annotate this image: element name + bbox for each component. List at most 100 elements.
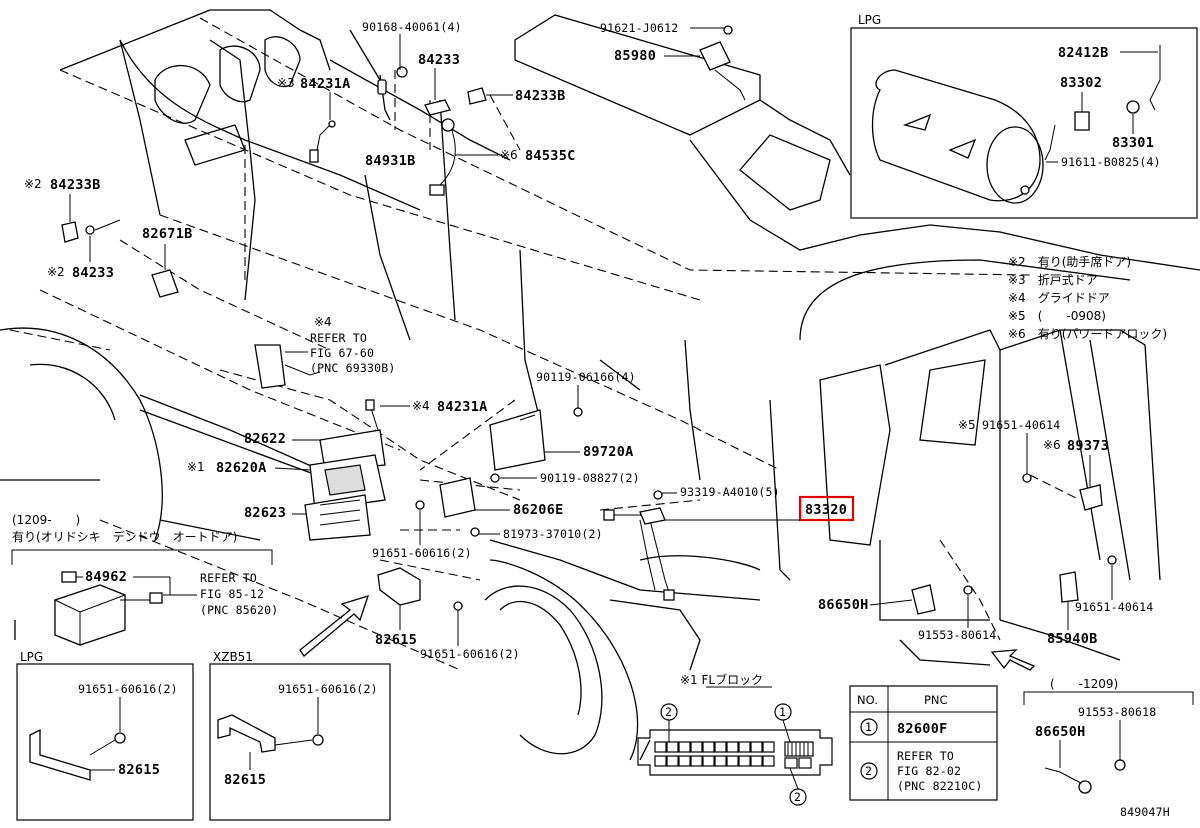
auto-door-ref-1: REFER TO [200,571,257,585]
label-90119-a: 90119-06166(4) [536,370,636,384]
dashed-reference-lines [9,17,1081,671]
label-90119-b: 90119-08827(2) [540,471,640,485]
mark-91651c: ※5 [958,418,976,432]
auto-door-title: 有り(オリドシキ デンドウ オートドア) [12,529,237,544]
fl-block: ※1 FLブロック 2 1 2 [637,672,833,806]
label-85980: 85980 [614,48,656,64]
highlight-83320[interactable] [798,495,855,522]
label-91651-b: 91651-60616(2) [420,647,520,661]
label-82671b: 82671B [142,226,193,242]
label-84535c: 84535C [525,148,576,164]
xzb51-inset: XZB51 91651-60616(2) 82615 [209,650,391,821]
legend-item-1: ※2 有り(助手席ドア) [1008,254,1131,269]
inset-lpg-title: LPG [20,650,43,664]
label-91611: 91611-B0825(4) [1061,155,1161,169]
label-84233b: 84233B [515,88,566,104]
label-84962: 84962 [85,569,127,585]
ref4-line1: REFER TO [310,331,367,345]
auto-door-ref-3: (PNC 85620) [200,603,278,617]
auto-door-ref-2: FIG 85-12 [200,587,264,601]
mark-82620a: ※1 [187,460,205,474]
label-89373: 89373 [1067,438,1109,454]
label-84233: 84233 [418,52,460,68]
mark-89373: ※6 [1043,438,1061,452]
label-84931b: 84931B [365,153,416,169]
parts-illustrations [61,25,1117,615]
auto-door-range: (1209- ) [12,513,80,527]
label-91651-d: 91651-40614 [1075,600,1153,614]
table-row2-line3: (PNC 82210C) [897,779,982,793]
fl-block-title: ※1 FLブロック [680,672,763,687]
label-93319: 93319-A4010(5) [680,485,780,499]
table-header-pnc: PNC [924,693,948,707]
label-83301: 83301 [1112,135,1154,151]
lpg-inset-top: LPG 82412B 83302 83301 91611-B0825(4) [850,13,1198,219]
label-84233-2: 84233 [72,265,114,281]
auto-door-inset: (1209- ) 有り(オリドシキ デンドウ オートドア) 84962 REFE… [11,513,278,646]
bottom-right-bolt: 91553-80618 [1078,705,1156,719]
inset-lpg-part: 82615 [118,762,160,778]
part-labels: 90168-40061(4) 84233 ※3 84231A 84233B 84… [24,20,1153,661]
mark-84233b-2: ※2 [24,177,42,191]
callout-2a: 2 [665,705,672,719]
callout-1: 1 [779,705,786,719]
callout-2b: 2 [794,790,801,804]
vehicle-body-outline [0,9,1200,761]
label-85940b: 85940B [1047,631,1098,647]
ref4-line2: FIG 67-60 [310,346,374,360]
label-84231a: 84231A [300,76,351,92]
figure-id: 849047H [1120,805,1170,819]
legend-item-2: ※3 折戸式ドア [1008,272,1098,287]
bottom-right-part: 86650H [1035,724,1086,740]
label-82412b: 82412B [1058,45,1109,61]
label-83320[interactable]: 83320 [805,502,847,518]
mark-84233-2: ※2 [47,265,65,279]
label-91651-a: 91651-60616(2) [372,546,472,560]
label-84231a-2: 84231A [437,399,488,415]
table-row1-no: 1 [865,720,872,734]
label-86206e: 86206E [513,502,564,518]
label-91621: 91621-J0612 [600,21,678,35]
legend-item-5: ※6 有り(パワードアロック) [1008,327,1167,341]
label-82615: 82615 [375,632,417,648]
inset-lpg-bolt: 91651-60616(2) [78,682,178,696]
table-row2-no: 2 [865,764,872,778]
label-82620a: 82620A [216,460,267,476]
row1-callout-icon [860,718,878,736]
label-90168: 90168-40061(4) [362,20,462,34]
label-82622: 82622 [244,431,286,447]
inset-xzb-bolt: 91651-60616(2) [278,682,378,696]
legend-item-3: ※4 グライドドア [1008,291,1110,305]
mark-ref4: ※4 [314,315,332,329]
bolt-icon [396,66,408,78]
ref4-line3: (PNC 69330B) [310,361,395,375]
row2-callout-icon [860,762,878,780]
table-row1-pnc: 82600F [897,721,948,737]
inset-xzb-title: XZB51 [213,650,253,664]
label-84233b-2: 84233B [50,177,101,193]
mark-84535c: ※6 [500,148,518,162]
bottom-right-range: ( -1209) [1050,677,1118,691]
bottom-right-inset: ( -1209) 91553-80618 86650H 849047H [1023,677,1194,819]
pointer-arrows [299,595,1036,671]
inset-xzb-part: 82615 [224,772,266,788]
table-row2-line1: REFER TO [897,749,954,763]
label-89720a: 89720A [583,444,634,460]
label-82623: 82623 [244,505,286,521]
mark-84231a: ※3 [277,76,295,90]
pnc-table: NO. PNC 1 82600F 2 REFER TO FIG 82-02 (P… [849,685,998,801]
mark-84231a-2: ※4 [412,399,430,413]
label-83302: 83302 [1060,75,1102,91]
label-86650h: 86650H [818,597,869,613]
lpg-inset-bottom: LPG 91651-60616(2) 82615 [16,650,194,821]
legend-notes: ※2 有り(助手席ドア) ※3 折戸式ドア ※4 グライドドア ※5 ( -09… [1008,254,1167,341]
fl-block-terminals [654,741,814,769]
lpg-inset-title: LPG [858,13,881,27]
label-81973: 81973-37010(2) [503,527,603,541]
label-91553: 91553-80614 [918,628,996,642]
table-header-no: NO. [857,693,878,707]
legend-item-4: ※5 ( -0908) [1008,309,1106,323]
table-row2-line2: FIG 82-02 [897,764,961,778]
label-91651-c: 91651-40614 [982,418,1060,432]
